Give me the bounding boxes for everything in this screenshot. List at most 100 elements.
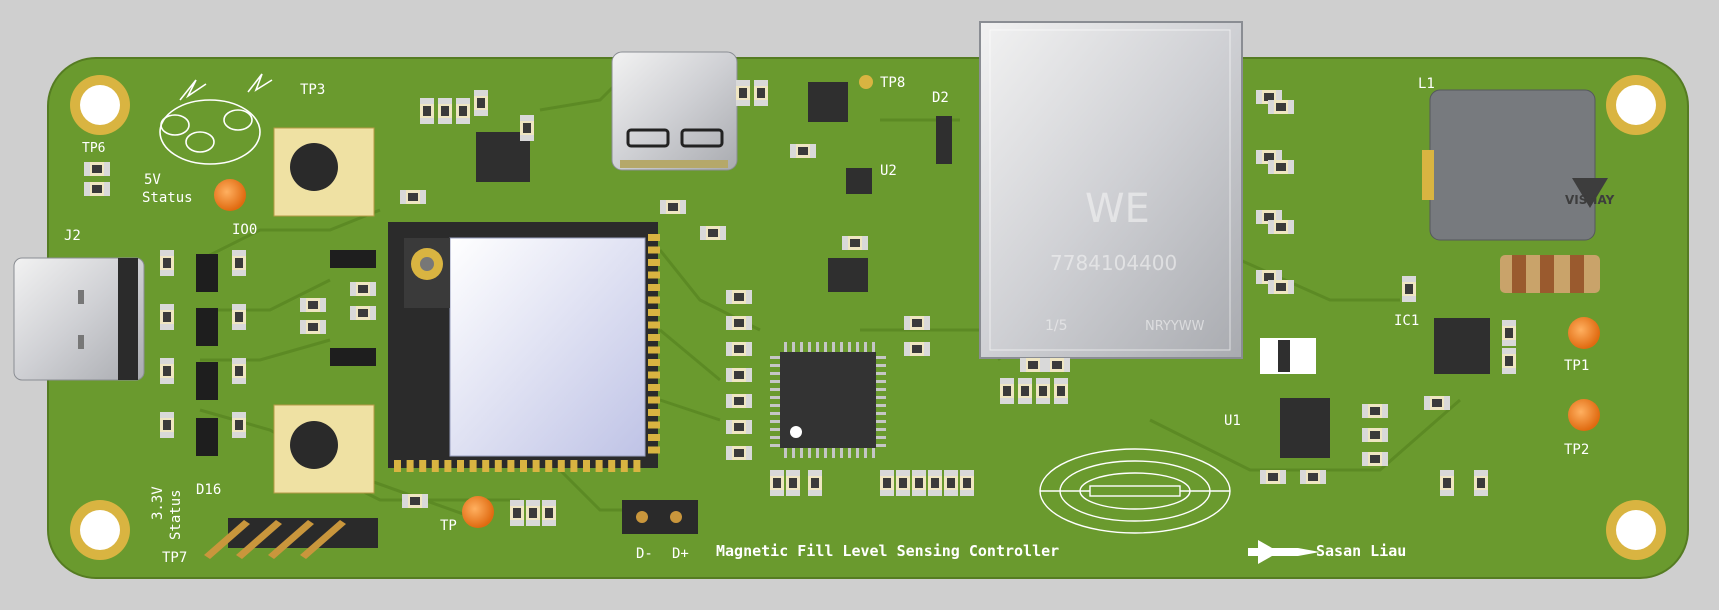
smd-resistor <box>754 80 768 106</box>
qfp-pin <box>840 342 843 352</box>
esp-pad <box>633 460 641 472</box>
smd-resistor <box>660 200 686 214</box>
smd-resistor <box>1502 320 1516 346</box>
label-l1: L1 <box>1418 76 1435 92</box>
qfp-pin <box>770 404 780 407</box>
smd-resistor <box>1000 378 1014 404</box>
jack-small-text: 1/5 <box>1045 318 1068 334</box>
qfp-pin <box>824 448 827 458</box>
smd-passives <box>84 80 1516 526</box>
smd-resistor <box>526 500 540 526</box>
qfp-pin <box>876 428 886 431</box>
qfp-pin <box>872 342 875 352</box>
smd-resistor <box>960 470 974 496</box>
smd-resistor <box>160 358 174 384</box>
esp-pad <box>620 460 628 472</box>
pin-header <box>204 518 378 559</box>
qfp-pin <box>770 356 780 359</box>
qfp-pin <box>876 420 886 423</box>
qfp-pin <box>864 448 867 458</box>
qfp-pin <box>876 404 886 407</box>
qfp-pin <box>876 364 886 367</box>
usb-c-connector-j2 <box>13 257 145 381</box>
small-ics <box>476 82 1490 458</box>
qfp-pin <box>816 342 819 352</box>
jack-date-text: NRYYWW <box>1145 319 1205 334</box>
inductor-l1: VISHAY <box>1422 89 1615 241</box>
smd-resistor <box>726 316 752 330</box>
qfp-pin <box>808 448 811 458</box>
smd-resistor <box>808 470 822 496</box>
smd-resistor <box>160 250 174 276</box>
qfp-pin <box>832 342 835 352</box>
mounting-hole-icon <box>70 75 1666 560</box>
smd-resistor <box>880 470 894 496</box>
smd-resistor <box>160 304 174 330</box>
esp-pad <box>520 460 527 472</box>
smd-resistor <box>300 298 326 312</box>
qfp-pin <box>770 396 780 399</box>
smd-resistor <box>904 342 930 356</box>
esp-pad <box>648 371 660 379</box>
smd-resistor <box>1268 220 1294 234</box>
esp-pad <box>648 234 660 241</box>
qfp-pin <box>792 448 795 458</box>
smd-resistor <box>896 470 910 496</box>
smd-resistor <box>736 80 750 106</box>
smd-resistor <box>438 98 452 124</box>
smd-resistor <box>770 470 784 496</box>
esp-pad <box>595 460 603 472</box>
smd-resistor <box>420 98 434 124</box>
smd-resistor <box>402 494 428 508</box>
smd-resistor <box>1044 358 1070 372</box>
label-tp-partial: TP <box>440 518 457 534</box>
test-points <box>214 75 1600 528</box>
smd-resistor <box>1474 470 1488 496</box>
esp-pad <box>482 460 490 472</box>
smd-resistor <box>232 412 246 438</box>
qfp-pin <box>824 342 827 352</box>
smd-resistor <box>790 144 816 158</box>
esp-pad <box>648 284 660 291</box>
qfp-pin <box>840 448 843 458</box>
qfp-pin <box>864 342 867 352</box>
smd-resistor <box>700 226 726 240</box>
smd-resistor <box>1036 378 1050 404</box>
esp-pad <box>431 460 439 472</box>
esp-pad <box>648 296 660 304</box>
esp-pad <box>406 460 414 472</box>
esp-pad <box>494 460 502 472</box>
smd-resistor <box>726 420 752 434</box>
tactile-button-top <box>273 127 375 217</box>
label-tp7: TP7 <box>162 550 187 566</box>
esp-pad <box>648 434 660 441</box>
qfp-pin <box>784 448 787 458</box>
usb-data-header <box>622 500 698 534</box>
board-title: Magnetic Fill Level Sensing Controller <box>716 542 1059 560</box>
smd-resistor <box>726 342 752 356</box>
qfp-pin <box>800 448 803 458</box>
smd-resistor <box>1300 470 1326 484</box>
esp-pad <box>648 334 660 341</box>
qfp-pin <box>876 436 886 439</box>
smd-resistor <box>1362 404 1388 418</box>
jack-brand-text: WE <box>1085 186 1150 232</box>
esp-pad <box>608 460 616 472</box>
smd-resistor <box>726 394 752 408</box>
rj45-jack: WE 7784104400 1/5 NRYYWW <box>979 21 1243 359</box>
smd-resistor <box>474 90 488 116</box>
smd-resistor <box>1020 358 1046 372</box>
dragon-art-icon <box>159 73 273 165</box>
smd-resistor <box>1362 452 1388 466</box>
smd-resistor <box>1268 160 1294 174</box>
smd-resistor <box>350 282 376 296</box>
esp-pad <box>648 384 660 391</box>
qfp-pin <box>784 342 787 352</box>
smd-resistor <box>1402 276 1416 302</box>
smd-resistor <box>400 190 426 204</box>
smd-resistor <box>944 470 958 496</box>
qfp-pin <box>770 372 780 375</box>
qfp-pin <box>770 412 780 415</box>
smd-resistor <box>904 316 930 330</box>
